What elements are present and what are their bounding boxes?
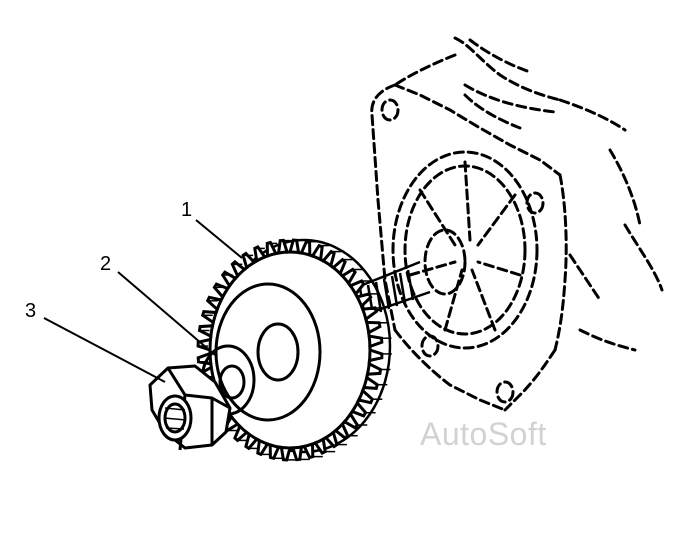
gear-hub-rim: [214, 282, 322, 422]
leader-line-1: [195, 219, 243, 259]
hex-nut: [148, 364, 232, 451]
watermark: AutoSoft: [420, 416, 547, 452]
housing-outline: [370, 36, 664, 412]
leader-lines: [43, 219, 243, 383]
callout-label-3: 3: [25, 300, 37, 322]
callout-label-2: 2: [100, 253, 112, 275]
leader-line-2: [117, 271, 216, 356]
callout-label-1: 1: [181, 199, 193, 221]
leader-line-3: [43, 317, 166, 383]
gear-bore: [256, 322, 300, 382]
